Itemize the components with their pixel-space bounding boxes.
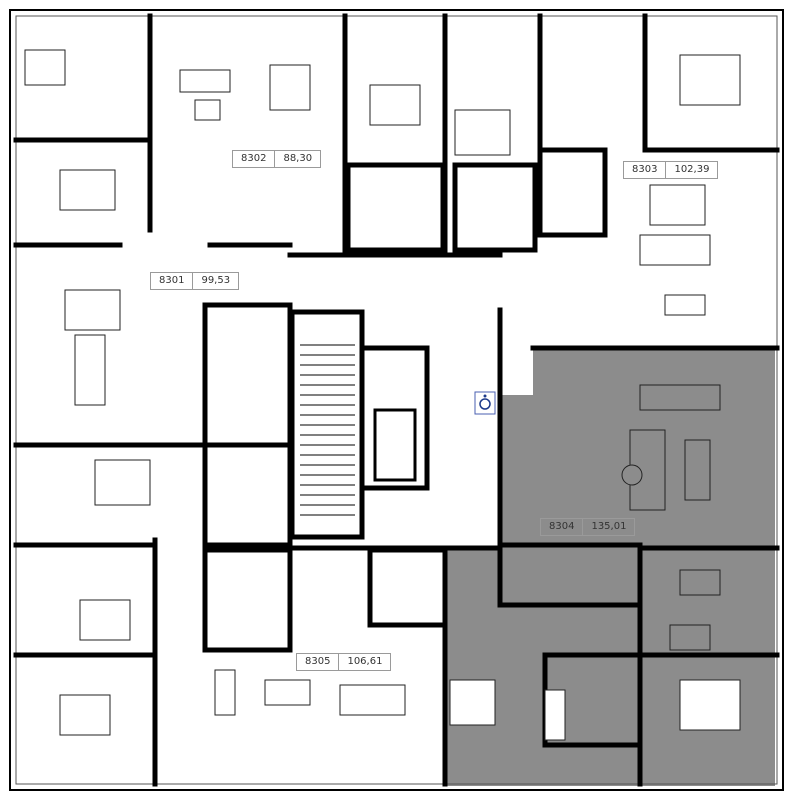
unit-area: 88,30: [274, 151, 320, 167]
unit-label-8301[interactable]: 8301 99,53: [150, 272, 240, 290]
unit-area: 102,39: [665, 162, 717, 178]
unit-number: 8302: [241, 153, 267, 164]
unit-area: 106,61: [338, 654, 390, 670]
stair-icon: [300, 344, 355, 516]
unit-number: 8304: [549, 521, 575, 532]
unit-label-8303[interactable]: 8303 102,39: [623, 161, 719, 179]
furniture: [24, 49, 741, 741]
furniture-highlight: [621, 384, 721, 651]
unit-label-8304[interactable]: 8304 135,01: [540, 518, 636, 536]
unit-number: 8305: [305, 656, 331, 667]
unit-area: 99,53: [192, 273, 238, 289]
elevator-icon: [373, 408, 417, 482]
unit-label-8305[interactable]: 8305 106,61: [296, 653, 392, 671]
facade-line: [15, 15, 778, 785]
unit-number: 8301: [159, 275, 185, 286]
outer-wall: [9, 9, 784, 791]
walls: [13, 13, 780, 787]
unit-label-8302[interactable]: 8302 88,30: [232, 150, 322, 168]
unit-number: 8303: [632, 164, 658, 175]
wheelchair-accessibility-icon: [474, 391, 496, 415]
unit-area: 135,01: [582, 519, 634, 535]
